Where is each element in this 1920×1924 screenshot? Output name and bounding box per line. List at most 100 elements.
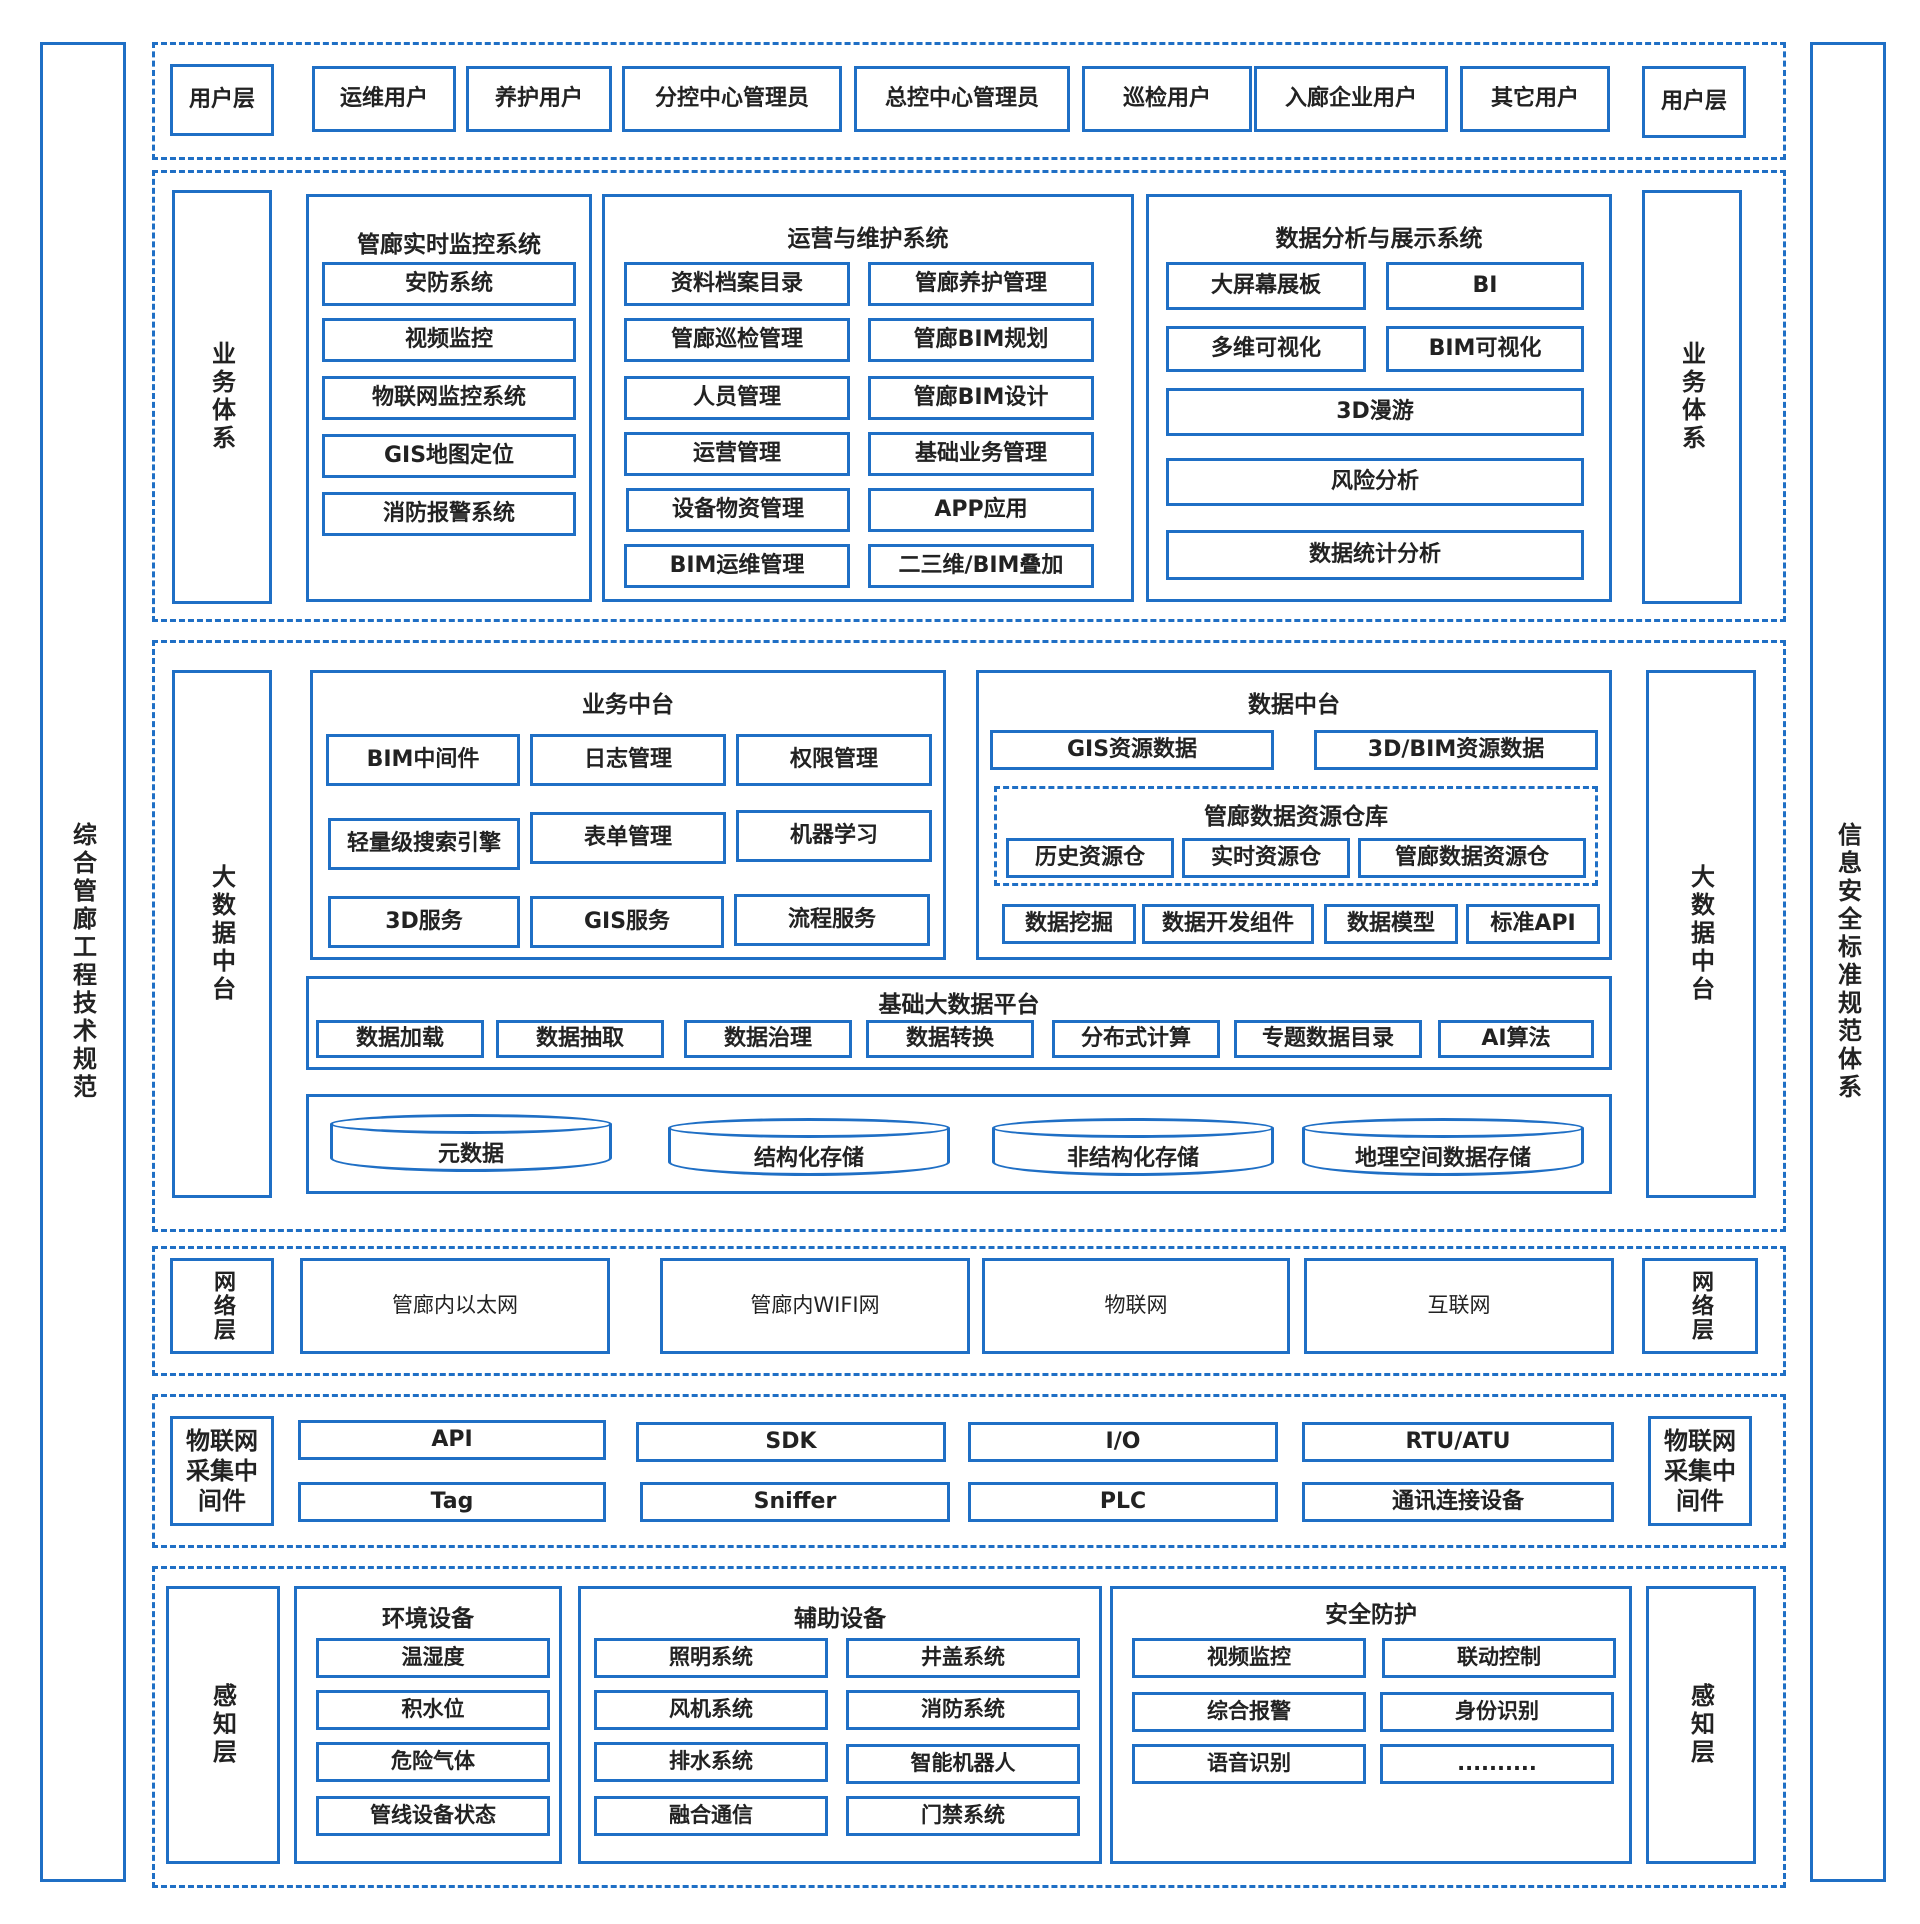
warehouse-item: 历史资源仓 [1006, 838, 1174, 878]
network-layer [152, 1246, 1786, 1376]
network-item: 管廊内WIFI网 [660, 1258, 970, 1354]
ops-item: 设备物资管理 [626, 488, 850, 532]
business-label-left: 业务体系 [172, 190, 272, 604]
monitor-item: 视频监控 [322, 318, 576, 362]
data-mid-bottom-item: 数据模型 [1324, 904, 1458, 944]
env-item: 危险气体 [316, 1742, 550, 1782]
network-item: 管廊内以太网 [300, 1258, 610, 1354]
biz-mid-item: 表单管理 [530, 812, 726, 864]
iot-layer [152, 1394, 1786, 1548]
warehouse-item: 管廊数据资源仓 [1358, 838, 1586, 878]
warehouse-title: 管廊数据资源仓库 [1204, 804, 1388, 830]
user-item: 入廊企业用户 [1254, 66, 1448, 132]
biz-mid-item: 权限管理 [736, 734, 932, 786]
biz-mid-item: 3D服务 [328, 896, 520, 948]
bigdata-label-right: 大数据中台 [1646, 670, 1756, 1198]
storage-cylinder: 地理空间数据存储 [1302, 1118, 1584, 1176]
platform-item: 数据转换 [866, 1020, 1034, 1058]
ops-item: 管廊巡检管理 [624, 318, 850, 362]
analysis-item: 大屏幕展板 [1166, 262, 1366, 310]
iot-item: API [298, 1420, 606, 1460]
ops-item: BIM运维管理 [624, 544, 850, 588]
security-item: 综合报警 [1132, 1692, 1366, 1732]
analysis-item: BI [1386, 262, 1584, 310]
analysis-item: 风险分析 [1166, 458, 1584, 506]
monitor-item: 消防报警系统 [322, 492, 576, 536]
analysis-item: 3D漫游 [1166, 388, 1584, 436]
security-item: 语音识别 [1132, 1744, 1366, 1784]
iot-item: PLC [968, 1482, 1278, 1522]
user-item: 巡检用户 [1082, 66, 1252, 132]
platform-item: 数据治理 [684, 1020, 852, 1058]
data-mid-title: 数据中台 [1248, 692, 1340, 718]
storage-label: 元数据 [437, 1142, 504, 1167]
aux-item: 智能机器人 [846, 1744, 1080, 1784]
iot-item: 通讯连接设备 [1302, 1482, 1614, 1522]
biz-mid-item: 流程服务 [734, 894, 930, 946]
side-right-spec: 信息安全标准规范体系 [1810, 42, 1886, 1882]
biz-mid-item: 轻量级搜索引擎 [328, 818, 520, 870]
platform-item: 数据加载 [316, 1020, 484, 1058]
user-item: 其它用户 [1460, 66, 1610, 132]
biz-mid-item: 日志管理 [530, 734, 726, 786]
aux-item: 风机系统 [594, 1690, 828, 1730]
aux-item: 照明系统 [594, 1638, 828, 1678]
storage-label: 结构化存储 [753, 1146, 864, 1171]
business-label-right: 业务体系 [1642, 190, 1742, 604]
user-layer-label-right: 用户层 [1642, 66, 1746, 138]
aux-title: 辅助设备 [794, 1606, 886, 1632]
storage-label: 地理空间数据存储 [1354, 1146, 1531, 1171]
ops-item: 管廊养护管理 [868, 262, 1094, 306]
ops-item: 二三维/BIM叠加 [868, 544, 1094, 588]
analysis-item: 数据统计分析 [1166, 530, 1584, 580]
ops-item: 管廊BIM设计 [868, 376, 1094, 420]
security-item: .......... [1380, 1744, 1614, 1784]
security-item: 联动控制 [1382, 1638, 1616, 1678]
iot-label-left-text: 物联网采集中间件 [186, 1427, 258, 1515]
sense-label-right: 感知层 [1646, 1586, 1756, 1864]
ops-item: APP应用 [868, 488, 1094, 532]
data-mid-bottom-item: 数据挖掘 [1002, 904, 1136, 944]
iot-label-right: 物联网采集中间件 [1648, 1416, 1752, 1526]
aux-item: 融合通信 [594, 1796, 828, 1836]
biz-mid-item: 机器学习 [736, 810, 932, 862]
user-layer-label-left: 用户层 [170, 64, 274, 136]
storage-label: 非结构化存储 [1066, 1146, 1199, 1171]
storage-cylinder: 非结构化存储 [992, 1118, 1274, 1176]
aux-item: 消防系统 [846, 1690, 1080, 1730]
user-item: 运维用户 [312, 66, 456, 132]
bigdata-label-left: 大数据中台 [172, 670, 272, 1198]
iot-label-left: 物联网采集中间件 [170, 1416, 274, 1526]
platform-item: 分布式计算 [1052, 1020, 1220, 1058]
user-item: 分控中心管理员 [622, 66, 842, 132]
biz-mid-item: BIM中间件 [326, 734, 520, 786]
aux-item: 门禁系统 [846, 1796, 1080, 1836]
user-item: 养护用户 [466, 66, 612, 132]
network-item: 物联网 [982, 1258, 1290, 1354]
warehouse-item: 实时资源仓 [1182, 838, 1350, 878]
iot-item: RTU/ATU [1302, 1422, 1614, 1462]
env-item: 温湿度 [316, 1638, 550, 1678]
monitor-item: 物联网监控系统 [322, 376, 576, 420]
bigdata-layer [152, 640, 1786, 1232]
storage-cylinder: 结构化存储 [668, 1118, 950, 1176]
user-layer [152, 42, 1786, 160]
aux-item: 井盖系统 [846, 1638, 1080, 1678]
biz-mid-item: GIS服务 [530, 896, 724, 948]
data-mid-top-item: GIS资源数据 [990, 730, 1274, 770]
storage-cylinder: 元数据 [330, 1114, 612, 1172]
ops-item: 人员管理 [624, 376, 850, 420]
data-mid-bottom-item: 标准API [1466, 904, 1600, 944]
security-item: 视频监控 [1132, 1638, 1366, 1678]
aux-item: 排水系统 [594, 1742, 828, 1782]
sense-layer [152, 1566, 1786, 1888]
iot-label-right-text: 物联网采集中间件 [1664, 1427, 1736, 1515]
iot-item: Sniffer [640, 1482, 950, 1522]
side-left-spec: 综合管廊工程技术规范 [40, 42, 126, 1882]
ops-system-title: 运营与维护系统 [787, 226, 949, 252]
network-label-right: 网络层 [1642, 1258, 1758, 1354]
monitor-item: GIS地图定位 [322, 434, 576, 478]
analysis-item: 多维可视化 [1166, 326, 1366, 372]
platform-item: 专题数据目录 [1234, 1020, 1422, 1058]
ops-item: 基础业务管理 [868, 432, 1094, 476]
